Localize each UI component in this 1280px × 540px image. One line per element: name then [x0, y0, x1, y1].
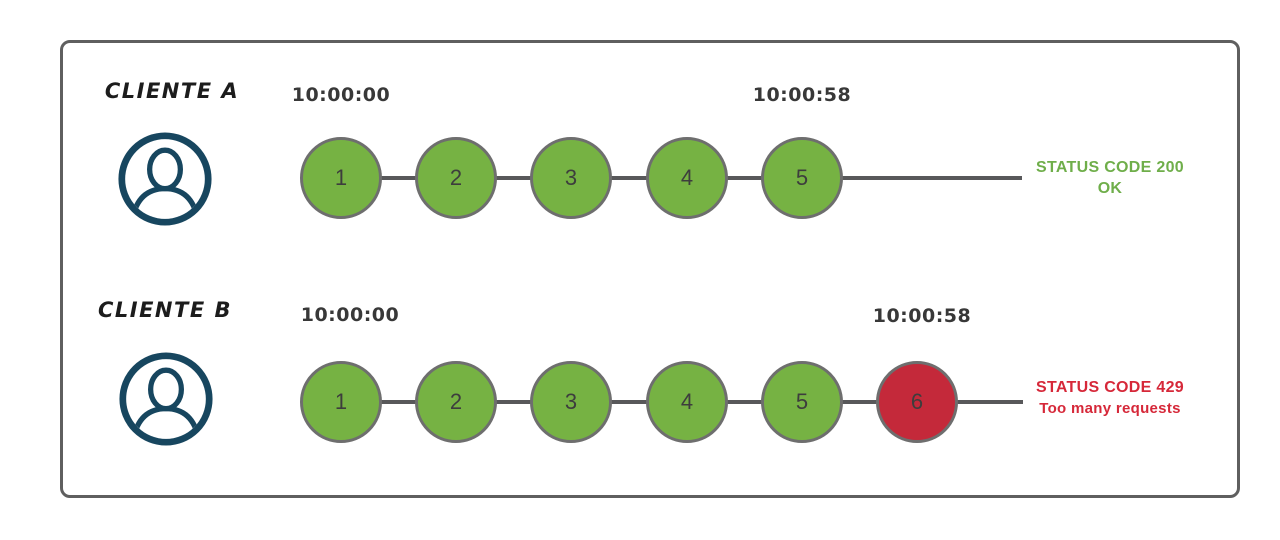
diagram-border	[60, 40, 1240, 498]
request-number: 4	[680, 389, 694, 414]
status-message-error: STATUS CODE 429 Too many requests	[1022, 377, 1198, 419]
start-timestamp: 10:00:00	[291, 84, 391, 106]
request-number: 1	[334, 389, 348, 414]
request-number: 5	[795, 165, 809, 190]
request-circle-4: 4	[646, 361, 728, 443]
request-number: 3	[564, 165, 578, 190]
request-circle-4: 4	[646, 137, 728, 219]
request-number: 1	[334, 165, 348, 190]
request-circle-2: 2	[415, 137, 497, 219]
user-circle-icon	[118, 351, 214, 447]
user-circle-icon	[117, 131, 213, 227]
request-circle-5: 5	[761, 361, 843, 443]
request-number: 2	[449, 389, 463, 414]
client-a-label: CLIENTE A	[104, 79, 240, 103]
request-number: 6	[910, 389, 924, 414]
start-timestamp: 10:00:00	[300, 304, 400, 326]
request-number: 5	[795, 389, 809, 414]
request-circle-3: 3	[530, 361, 612, 443]
request-circle-1: 1	[300, 361, 382, 443]
status-detail-text: OK	[1097, 180, 1123, 197]
request-circle-2: 2	[415, 361, 497, 443]
request-circle-3: 3	[530, 137, 612, 219]
request-number: 4	[680, 165, 694, 190]
request-number: 3	[564, 389, 578, 414]
request-circle-6: 6	[876, 361, 958, 443]
status-code-text: STATUS CODE 429	[1036, 379, 1184, 396]
status-code-text: STATUS CODE 200	[1036, 159, 1184, 176]
status-message-success: STATUS CODE 200 OK	[1022, 157, 1198, 199]
client-b-label: CLIENTE B	[97, 298, 232, 322]
request-circle-1: 1	[300, 137, 382, 219]
request-number: 2	[449, 165, 463, 190]
status-detail-text: Too many requests	[1039, 400, 1181, 417]
end-timestamp: 10:00:58	[872, 305, 972, 327]
end-timestamp: 10:00:58	[752, 84, 852, 106]
request-circle-5: 5	[761, 137, 843, 219]
